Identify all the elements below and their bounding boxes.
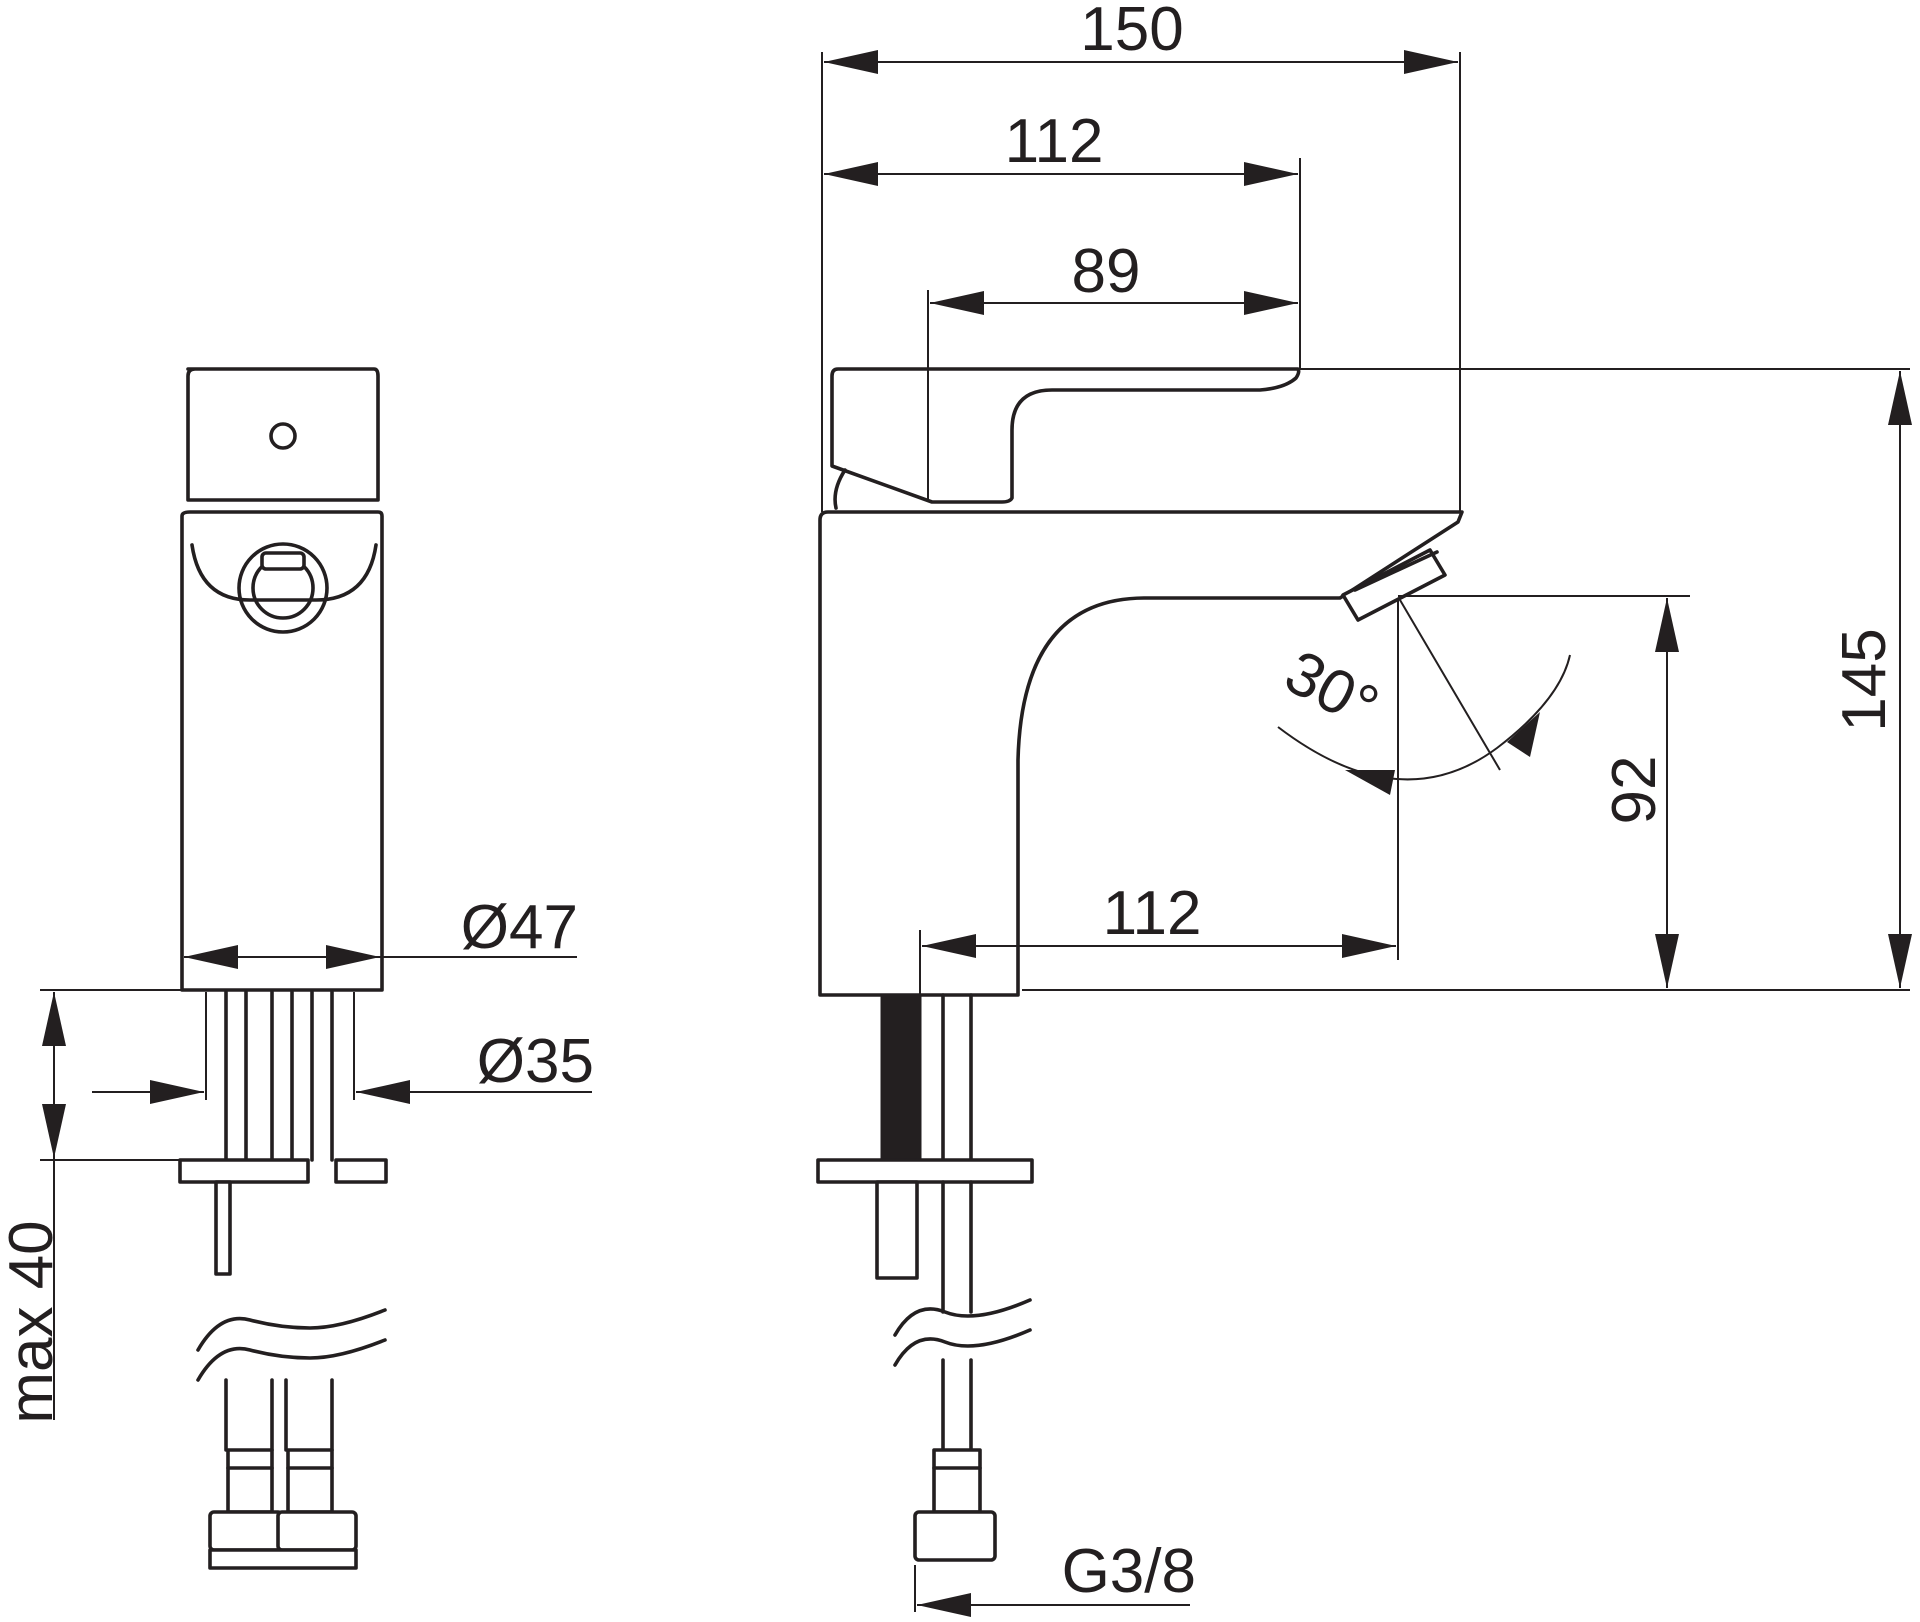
dim-total-height: 145: [1830, 628, 1899, 731]
side-threaded-stud: [880, 994, 922, 1166]
dim-body-diameter: Ø47: [461, 893, 578, 962]
front-body: [180, 510, 384, 992]
front-hose-ferrule-right: [286, 1448, 334, 1514]
front-hose-nut-right: [276, 1510, 358, 1552]
dim-spout-projection: 112: [1103, 879, 1202, 948]
front-body-shoulder: [190, 543, 378, 602]
side-lever-cartridge: [833, 468, 847, 510]
front-fixing-plate-right: [334, 1158, 388, 1184]
side-stud-nut: [875, 1180, 919, 1280]
front-fixing-clamp: [214, 1180, 232, 1276]
side-hose-ferrule: [932, 1448, 982, 1514]
dim-overall-width: 150: [1080, 0, 1183, 64]
dim-lever-reach: 112: [1005, 107, 1104, 176]
front-break-line-lower: [196, 1338, 387, 1382]
front-aerator-outer: [237, 542, 329, 634]
front-hose-ferrule-left: [226, 1448, 274, 1514]
front-hose-nut-left: [208, 1510, 284, 1552]
front-hose-base: [208, 1548, 358, 1570]
dim-handle-length: 89: [1072, 237, 1141, 306]
side-view: [816, 367, 1464, 1562]
front-break-line-upper: [196, 1308, 387, 1352]
side-hose-nut: [913, 1510, 997, 1562]
front-lever: [186, 367, 380, 502]
front-fixing-plate-left: [178, 1158, 310, 1184]
dim-max-deck-thickness: max 40: [0, 1220, 66, 1423]
side-break-line-upper: [893, 1298, 1032, 1337]
side-fixing-plate: [816, 1158, 1034, 1184]
front-view: [178, 367, 388, 1570]
front-lever-indicator: [269, 422, 297, 450]
front-aerator-nub: [260, 551, 306, 571]
front-supply-hoses: [224, 990, 334, 1452]
side-aerator: [1341, 548, 1447, 622]
side-break-line-lower: [893, 1328, 1032, 1367]
side-lever: [830, 367, 1301, 504]
dim-spray-angle: 30°: [1274, 637, 1389, 742]
dim-spout-height: 92: [1600, 756, 1669, 825]
side-body-spout: [818, 510, 1464, 997]
dim-connection-thread: G3/8: [1062, 1537, 1196, 1606]
dimension-lines: [40, 50, 1912, 1617]
dim-hole-diameter: Ø35: [477, 1027, 594, 1096]
